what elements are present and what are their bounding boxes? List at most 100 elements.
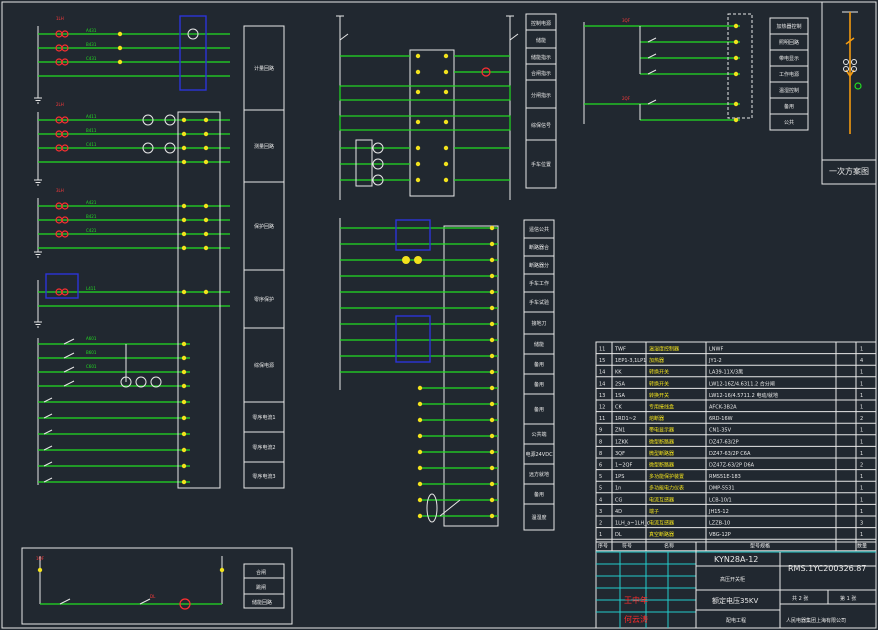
- table-cell-code: 4D: [615, 509, 622, 515]
- table-cell-qty: 1: [860, 347, 863, 353]
- label-cart-test: 手车试验: [529, 299, 549, 306]
- table-cell-code: CK: [615, 405, 622, 411]
- table-cell-name: 微型断路器: [649, 462, 674, 469]
- middle-signal-labels: 遥信公共 断路器合 断路器分 手车工作 手车试验 接地刀 储能 备用 备用 备用…: [523, 219, 555, 531]
- table-cell-name: 带电显示器: [649, 427, 674, 434]
- table-cell-qty: 1: [860, 532, 863, 538]
- table-cell-qty: 1: [860, 509, 863, 515]
- label-cart-position: 手车位置: [531, 161, 551, 168]
- table-cell-code: 1PS: [615, 474, 624, 480]
- table-cell-model: LZZB-10: [709, 521, 730, 527]
- table-cell-no: 12: [599, 405, 605, 411]
- label-earth-switch: 接地刀: [531, 320, 546, 327]
- table-cell-code: 1RD1~2: [615, 416, 636, 422]
- label-open-indicator: 分闸指示: [531, 92, 551, 99]
- label-trip: 跳闸: [256, 584, 266, 591]
- label-breaker-open: 断路器分: [529, 262, 549, 269]
- label-temp-humidity: 温湿度: [531, 514, 546, 521]
- table-cell-code: 1SA: [615, 393, 625, 399]
- table-cell-model: DZ47Z-63/2P D6A: [709, 463, 755, 469]
- label-lighting: 照明回路: [779, 39, 799, 46]
- label-zero-seq: 零序保护: [254, 296, 274, 303]
- table-cell-model: AFCK-3B2A: [709, 405, 737, 411]
- table-cell-qty: 1: [860, 370, 863, 376]
- label-storage-signal: 储能: [534, 341, 544, 348]
- label-metering: 计量回路: [254, 65, 274, 72]
- label-storage: 储能回路: [252, 599, 272, 606]
- label-close: 合闸: [256, 569, 266, 576]
- table-cell-model: LW12-16/4.5711.2 电动/就地: [709, 392, 778, 399]
- table-cell-model: CN1-35V: [709, 428, 732, 434]
- table-cell-code: 1n: [615, 486, 621, 492]
- table-cell-code: ZN1: [615, 428, 625, 434]
- table-cell-no: 8: [599, 439, 602, 445]
- table-cell-model: DZ47-63/2P: [709, 439, 739, 445]
- signature-stamp-2: 何云涛: [624, 614, 648, 624]
- label-remote-local: 远方就地: [529, 471, 549, 478]
- table-cell-code: 1~2QF: [615, 463, 632, 469]
- table-header-code: 符号: [622, 543, 632, 550]
- table-cell-code: CG: [615, 497, 622, 503]
- table-cell-qty: 1: [860, 393, 863, 399]
- table-cell-no: 15: [599, 358, 605, 364]
- svg-text:1LH: 1LH: [56, 16, 64, 21]
- label-spare-right: 备用: [784, 103, 794, 110]
- signature-stamp-1: 王中年: [624, 595, 648, 605]
- label-humidity-control: 温湿控制: [779, 87, 799, 94]
- label-common-terminal: 公共端: [531, 431, 546, 438]
- title-block: KYN28A-12 高压开关柜 RMS.1YC200326.87 额定电压35K…: [595, 541, 877, 629]
- single-line-diagram: 一次方案图: [821, 1, 877, 185]
- svg-text:A601: A601: [86, 336, 97, 341]
- table-cell-no: 4: [599, 497, 602, 503]
- svg-text:C431: C431: [86, 56, 97, 61]
- table-header-name: 名称: [664, 543, 674, 550]
- table-cell-model: LW12-16Z/4.6311.2 合分闸: [709, 380, 775, 387]
- middle-top-function-labels: 控制电源 储能 储能指示 合闸指示 分闸指示 综保信号 手车位置: [525, 13, 557, 189]
- svg-text:DL: DL: [150, 594, 156, 599]
- svg-text:L411: L411: [86, 286, 96, 291]
- table-cell-no: 11: [599, 416, 605, 422]
- label-zero-current-1: 零序电流1: [252, 414, 275, 421]
- table-cell-name: 微型断路器: [649, 450, 674, 457]
- label-heater-control: 加热器控制: [776, 23, 801, 30]
- svg-text:A431: A431: [86, 28, 97, 33]
- table-cell-code: DL: [615, 532, 622, 538]
- table-cell-qty: 1: [860, 486, 863, 492]
- table-cell-no: 6: [599, 463, 602, 469]
- table-cell-qty: 4: [860, 358, 863, 364]
- label-work-power: 工作电源: [779, 71, 799, 78]
- table-cell-name: 多功能电力仪表: [649, 485, 684, 492]
- table-cell-name: 专用接线盒: [649, 404, 674, 411]
- table-cell-code: KK: [615, 370, 622, 376]
- svg-text:B431: B431: [86, 42, 97, 47]
- table-cell-no: 9: [599, 428, 602, 434]
- cabinet-desc: 高压开关柜: [720, 576, 745, 583]
- label-measuring: 测量回路: [254, 143, 274, 150]
- table-cell-code: 1ZKK: [615, 439, 629, 445]
- label-breaker-closed: 断路器合: [529, 244, 549, 251]
- table-cell-name: 加热器: [649, 357, 664, 364]
- table-cell-model: VBG-12P: [709, 532, 731, 538]
- table-cell-qty: 1: [860, 439, 863, 445]
- table-cell-model: JY1-2: [708, 358, 722, 364]
- table-cell-name: 真空断路器: [649, 531, 674, 538]
- table-header-model: 型号规格: [750, 543, 770, 550]
- label-spare-4: 备用: [534, 491, 544, 498]
- svg-text:C421: C421: [86, 228, 97, 233]
- table-cell-model: LA39-11X/3黑: [709, 370, 743, 376]
- table-cell-no: 3: [599, 509, 602, 515]
- label-remote-common: 遥信公共: [529, 226, 549, 233]
- svg-text:A421: A421: [86, 200, 97, 205]
- table-cell-name: 温湿度控制器: [649, 346, 679, 353]
- table-cell-code: TWF: [614, 347, 626, 353]
- table-cell-name: 转换开关: [649, 392, 669, 399]
- table-header-no: 序号: [598, 543, 608, 550]
- svg-text:B601: B601: [86, 350, 97, 355]
- label-zero-current-3: 零序电流3: [252, 473, 275, 480]
- table-cell-no: 14: [599, 381, 605, 387]
- table-cell-no: 13: [599, 393, 605, 399]
